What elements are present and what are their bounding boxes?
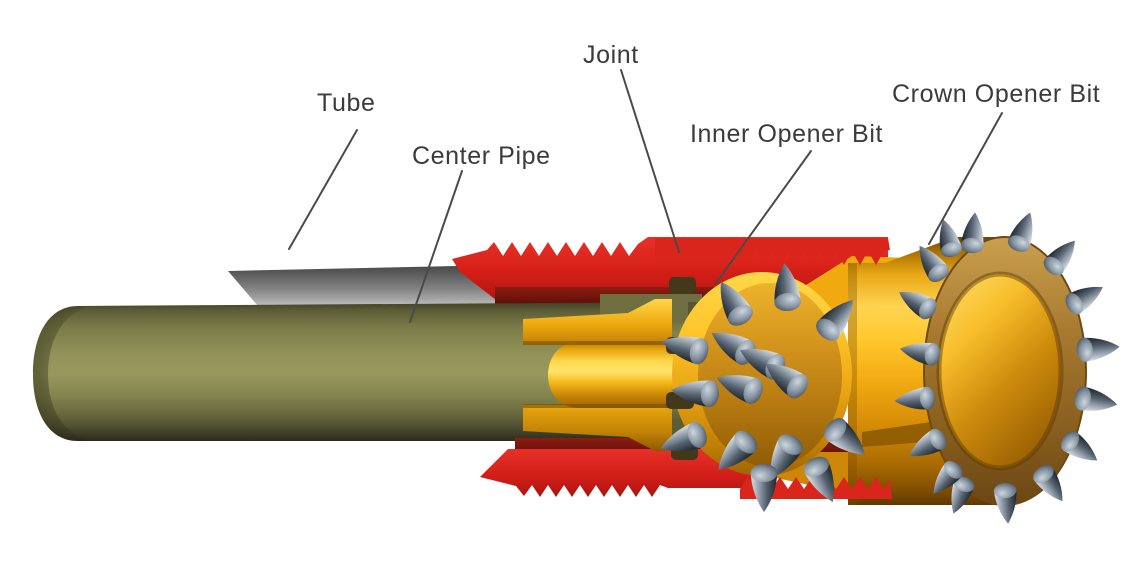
crown-opener-bit-leader-line — [928, 112, 1003, 245]
center-pipe-leader-line — [409, 170, 463, 323]
tube-label: Tube — [317, 89, 376, 117]
pipe-end-cap-shade — [33, 306, 96, 441]
joint-label: Joint — [583, 41, 639, 69]
inner-opener-bit-graphic — [655, 261, 874, 512]
crown-groove — [862, 421, 938, 447]
center-pipe-label: Center Pipe — [412, 142, 551, 170]
crown-opener-bit-graphic — [848, 208, 1121, 525]
tube-leader-line — [288, 129, 358, 250]
leader-lines — [288, 69, 1003, 323]
inner-opener-bit-leader-line — [715, 150, 812, 284]
joint-leader-line — [620, 69, 680, 253]
inner-bit-shank-graphic — [523, 299, 690, 451]
crown-face-hole — [939, 274, 1061, 468]
inner-opener-bit-label: Inner Opener Bit — [690, 120, 884, 148]
crown-opener-bit-label: Crown Opener Bit — [892, 80, 1101, 108]
